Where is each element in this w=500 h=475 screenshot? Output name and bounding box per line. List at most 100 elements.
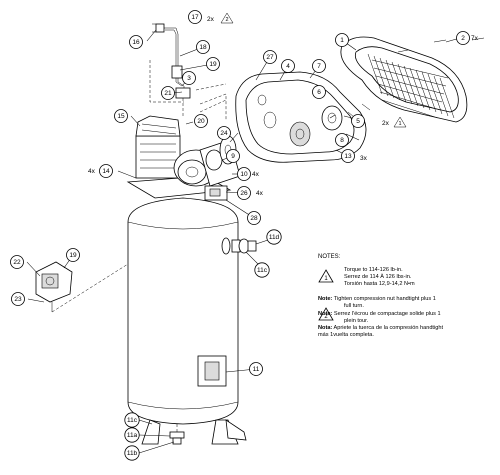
callout-16: 16 xyxy=(129,35,143,49)
svg-text:13: 13 xyxy=(344,153,352,160)
callout-4: 4 xyxy=(281,59,295,73)
callout-24: 24 xyxy=(217,126,231,140)
tighten-note: 2 Note: Tighten compression nut handtigh… xyxy=(318,296,498,339)
tighten-mark-number: 2 xyxy=(324,314,328,320)
air-tank xyxy=(127,197,247,445)
callout-17: 17 xyxy=(188,10,202,24)
callout-15: 15 xyxy=(114,109,128,123)
callout-19: 19 xyxy=(206,57,220,71)
svg-text:16: 16 xyxy=(132,39,140,46)
svg-text:11d: 11d xyxy=(269,234,280,241)
callout-9: 9 xyxy=(226,149,240,163)
callout-26: 26 xyxy=(237,186,251,200)
svg-text:19: 19 xyxy=(69,252,77,259)
svg-text:11b: 11b xyxy=(127,450,138,457)
warning-triangle-icon: 1 xyxy=(318,269,334,283)
callout-28: 28 xyxy=(247,211,261,225)
svg-text:9: 9 xyxy=(231,153,235,160)
svg-text:6: 6 xyxy=(317,89,321,96)
svg-text:11: 11 xyxy=(253,366,260,373)
callout-23: 23 xyxy=(11,292,25,306)
pressure-switch-assembly xyxy=(35,261,129,313)
callout-1: 1 xyxy=(335,33,349,47)
tighten-line-5: más 1vuelta completa. xyxy=(318,331,374,338)
callout-18: 18 xyxy=(196,40,210,54)
callout-10: 10 xyxy=(237,167,251,181)
tighten-line-2: Note: Serrez l'écrou de compactage solid… xyxy=(318,310,441,317)
warning-triangle-icon: 2 xyxy=(318,307,334,321)
qty-5: 2x xyxy=(382,120,390,127)
torque-mark-number: 1 xyxy=(324,276,328,282)
callout-3: 3 xyxy=(182,71,196,85)
note-triangle-17-label: 2 xyxy=(225,17,228,23)
note-triangle-5 xyxy=(393,116,407,128)
callout-11c2: 11c xyxy=(254,262,270,278)
svg-text:17: 17 xyxy=(191,14,199,21)
callout-7: 7 xyxy=(312,59,326,73)
qty-2: 7x xyxy=(471,35,479,42)
callout-5: 5 xyxy=(351,114,365,128)
qty-17: 2x xyxy=(207,16,215,23)
belt-guard-front xyxy=(340,36,468,123)
callout-11b: 11b xyxy=(124,445,140,461)
callout-6: 6 xyxy=(312,85,326,99)
belt-guard-back xyxy=(235,71,367,163)
callout-11d: 11d xyxy=(266,229,282,245)
belt-and-pulley xyxy=(321,105,343,131)
torque-line-en: Torque to 114-126 lb-in. xyxy=(344,267,403,274)
notes-heading: NOTES: xyxy=(318,254,341,260)
qty-14: 4x xyxy=(88,168,96,175)
svg-text:3: 3 xyxy=(187,75,191,82)
quantity-labels: 2x 2 7x 2x 1 3x 4x 4x 4x xyxy=(88,12,479,197)
svg-text:26: 26 xyxy=(240,190,248,197)
qty-13: 3x xyxy=(360,155,368,162)
notes-panel: NOTES: 1 Torque to 114-126 lb-in. Serrez… xyxy=(318,254,498,339)
svg-text:28: 28 xyxy=(250,215,258,222)
callout-20: 20 xyxy=(194,114,208,128)
callout-22: 22 xyxy=(10,255,24,269)
torque-note: 1 Torque to 114-126 lb-in. Serrez de 114… xyxy=(318,267,498,288)
callout-2: 2 xyxy=(456,31,470,45)
callout-13: 13 xyxy=(341,149,355,163)
svg-text:11a: 11a xyxy=(127,432,138,439)
svg-text:23: 23 xyxy=(14,296,22,303)
svg-text:7: 7 xyxy=(317,63,321,70)
torque-line-es: Torsión hasta 12,9-14,2 N•m xyxy=(344,281,415,288)
svg-text:1: 1 xyxy=(340,37,344,44)
callout-11c: 11c xyxy=(124,412,140,428)
callout-19b: 19 xyxy=(66,248,80,262)
guide-lines xyxy=(149,60,227,120)
svg-text:27: 27 xyxy=(266,54,274,61)
svg-text:18: 18 xyxy=(199,44,207,51)
callout-11: 11 xyxy=(249,362,263,376)
tighten-line-0: Note: Tighten compression nut handtight … xyxy=(318,296,436,303)
qty-26: 4x xyxy=(256,190,264,197)
svg-text:21: 21 xyxy=(164,90,172,97)
callout-8: 8 xyxy=(335,133,349,147)
svg-text:15: 15 xyxy=(117,113,125,120)
note-triangle-5-label: 1 xyxy=(398,121,401,127)
svg-text:11c: 11c xyxy=(257,267,268,274)
svg-text:2: 2 xyxy=(461,35,465,42)
svg-text:4: 4 xyxy=(286,63,290,70)
svg-text:19: 19 xyxy=(209,61,217,68)
tighten-line-3: plein tour. xyxy=(344,317,369,324)
tank-fitting xyxy=(221,237,257,255)
callout-11a: 11a xyxy=(124,427,140,443)
svg-text:20: 20 xyxy=(197,118,205,125)
callout-14: 14 xyxy=(99,164,113,178)
svg-text:24: 24 xyxy=(220,130,228,137)
callout-21: 21 xyxy=(161,86,175,100)
tighten-line-1: full turn. xyxy=(344,303,364,310)
svg-text:14: 14 xyxy=(102,168,110,175)
tighten-line-4: Nota: Apriete la tuerca de la compresión… xyxy=(318,324,443,331)
torque-line-fr: Serrez de 114 À 126 lbs-in. xyxy=(344,274,412,281)
svg-text:11c: 11c xyxy=(127,417,138,424)
pump-assembly xyxy=(126,115,241,201)
discharge-tube xyxy=(152,23,191,116)
svg-text:5: 5 xyxy=(356,118,360,125)
svg-text:8: 8 xyxy=(340,137,344,144)
note-triangle-17 xyxy=(220,12,234,24)
svg-text:22: 22 xyxy=(13,259,21,266)
